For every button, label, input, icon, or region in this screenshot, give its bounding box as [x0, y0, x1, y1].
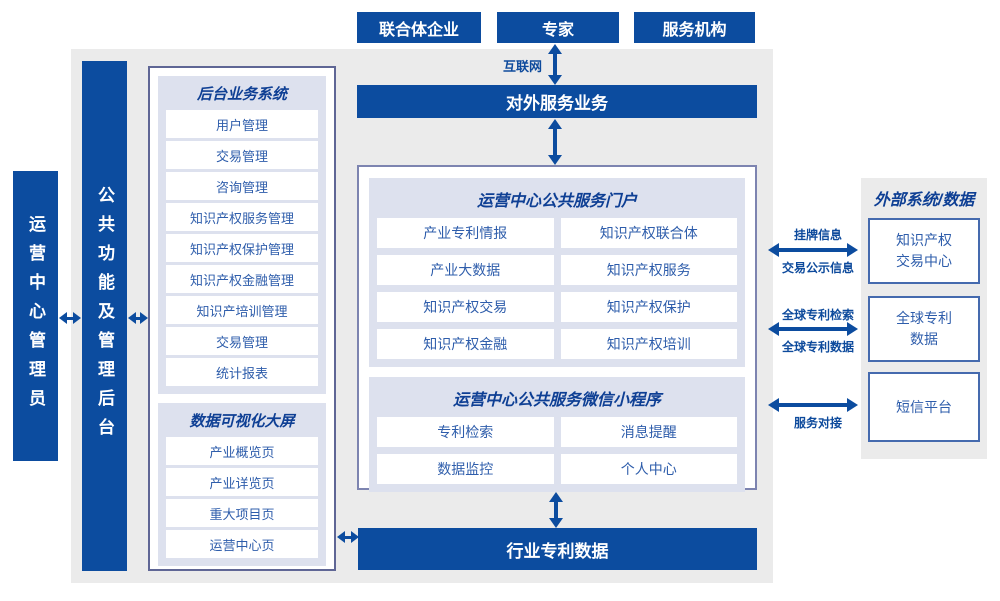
- admin-backend-bar: 公共功能及管理后台: [82, 61, 127, 571]
- actor-box-service-agencies: 服务机构: [634, 12, 755, 43]
- external-box-ip-trading-center: 知识产权 交易中心: [868, 218, 980, 284]
- backend-system-title: 后台业务系统: [196, 86, 287, 103]
- link-label-trade-publicity: 交易公示信息: [781, 261, 854, 275]
- double-arrow-global-patent-icon: [768, 322, 858, 336]
- backend-item: 知识产权保护管理: [166, 234, 318, 262]
- external-panel-title: 外部系统/数据: [873, 192, 975, 209]
- double-arrow-backend-industry-icon: [337, 531, 359, 543]
- dashboard-item: 重大项目页: [166, 499, 318, 527]
- backend-item: 知识产权金融管理: [166, 265, 318, 293]
- dashboard-item: 产业详览页: [166, 468, 318, 496]
- miniapp-section-title: 运营中心公共服务微信小程序: [452, 392, 661, 409]
- backend-item: 用户管理: [166, 110, 318, 138]
- double-arrow-operator-admin-icon: [59, 312, 81, 324]
- portal-item: 知识产权联合体: [560, 218, 737, 248]
- actor-box-experts: 专家: [497, 12, 619, 43]
- portal-item: 知识产权金融: [377, 329, 554, 359]
- public-service-panel: 运营中心公共服务门户 产业专利情报 知识产权联合体 产业大数据 知识产权服务 知…: [357, 165, 757, 492]
- portal-item: 知识产权保护: [560, 292, 737, 322]
- internet-label: 互联网: [502, 59, 542, 74]
- backend-item: 知识产权服务管理: [166, 203, 318, 231]
- dashboard-item: 产业概览页: [166, 437, 318, 465]
- backend-panel: 后台业务系统 用户管理 交易管理 咨询管理 知识产权服务管理 知识产权保护管理 …: [148, 66, 336, 571]
- backend-item: 咨询管理: [166, 172, 318, 200]
- miniapp-item: 专利检索: [377, 417, 554, 447]
- double-arrow-portal-industry-icon: [549, 492, 563, 528]
- dashboard-section: 数据可视化大屏 产业概览页 产业详览页 重大项目页 运营中心页: [158, 403, 326, 566]
- backend-item: 统计报表: [166, 358, 318, 386]
- miniapp-items-grid: 专利检索 消息提醒 数据监控 个人中心: [377, 417, 737, 484]
- portal-item: 产业专利情报: [377, 218, 554, 248]
- miniapp-item: 个人中心: [560, 454, 737, 484]
- portal-section-title: 运营中心公共服务门户: [476, 193, 637, 210]
- external-box-line: 短信平台: [896, 398, 952, 415]
- link-label-service-connect: 服务对接: [793, 416, 842, 430]
- backend-item: 交易管理: [166, 141, 318, 169]
- dashboard-list: 产业概览页 产业详览页 重大项目页 运营中心页: [166, 437, 318, 558]
- external-service-bar: 对外服务业务: [357, 85, 757, 118]
- miniapp-section: 运营中心公共服务微信小程序 专利检索 消息提醒 数据监控 个人中心: [369, 377, 745, 492]
- operator-role-bar: 运营中心管理员: [13, 171, 58, 461]
- external-box-line: 数据: [910, 331, 938, 347]
- link-label-listing-info: 挂牌信息: [793, 228, 842, 242]
- external-box-sms-platform: 短信平台: [868, 372, 980, 442]
- portal-item: 知识产权交易: [377, 292, 554, 322]
- dashboard-item: 运营中心页: [166, 530, 318, 558]
- double-arrow-trading-center-icon: [768, 243, 858, 257]
- double-arrow-internet-icon: [548, 44, 562, 85]
- miniapp-item: 数据监控: [377, 454, 554, 484]
- portal-item: 知识产权培训: [560, 329, 737, 359]
- backend-system-list: 用户管理 交易管理 咨询管理 知识产权服务管理 知识产权保护管理 知识产权金融管…: [166, 110, 318, 386]
- link-label-global-patent-data: 全球专利数据: [781, 340, 854, 354]
- external-box-line: 全球专利: [896, 310, 952, 326]
- backend-item: 交易管理: [166, 327, 318, 355]
- external-box-global-patent-data: 全球专利 数据: [868, 296, 980, 362]
- portal-section: 运营中心公共服务门户 产业专利情报 知识产权联合体 产业大数据 知识产权服务 知…: [369, 178, 745, 367]
- dashboard-title: 数据可视化大屏: [189, 413, 295, 430]
- actor-box-consortium-enterprises: 联合体企业: [357, 12, 481, 43]
- double-arrow-sms-platform-icon: [768, 398, 858, 412]
- miniapp-item: 消息提醒: [560, 417, 737, 447]
- external-box-line: 交易中心: [896, 253, 952, 269]
- double-arrow-admin-backend-icon: [128, 312, 148, 324]
- backend-item: 知识产培训管理: [166, 296, 318, 324]
- portal-item: 知识产权服务: [560, 255, 737, 285]
- portal-item: 产业大数据: [377, 255, 554, 285]
- backend-system-section: 后台业务系统 用户管理 交易管理 咨询管理 知识产权服务管理 知识产权保护管理 …: [158, 76, 326, 394]
- double-arrow-service-portal-icon: [548, 119, 562, 165]
- portal-items-grid: 产业专利情报 知识产权联合体 产业大数据 知识产权服务 知识产权交易 知识产权保…: [377, 218, 737, 359]
- industry-patent-data-bar: 行业专利数据: [358, 528, 757, 570]
- link-label-global-patent-search: 全球专利检索: [781, 308, 854, 322]
- external-box-line: 知识产权: [896, 232, 952, 248]
